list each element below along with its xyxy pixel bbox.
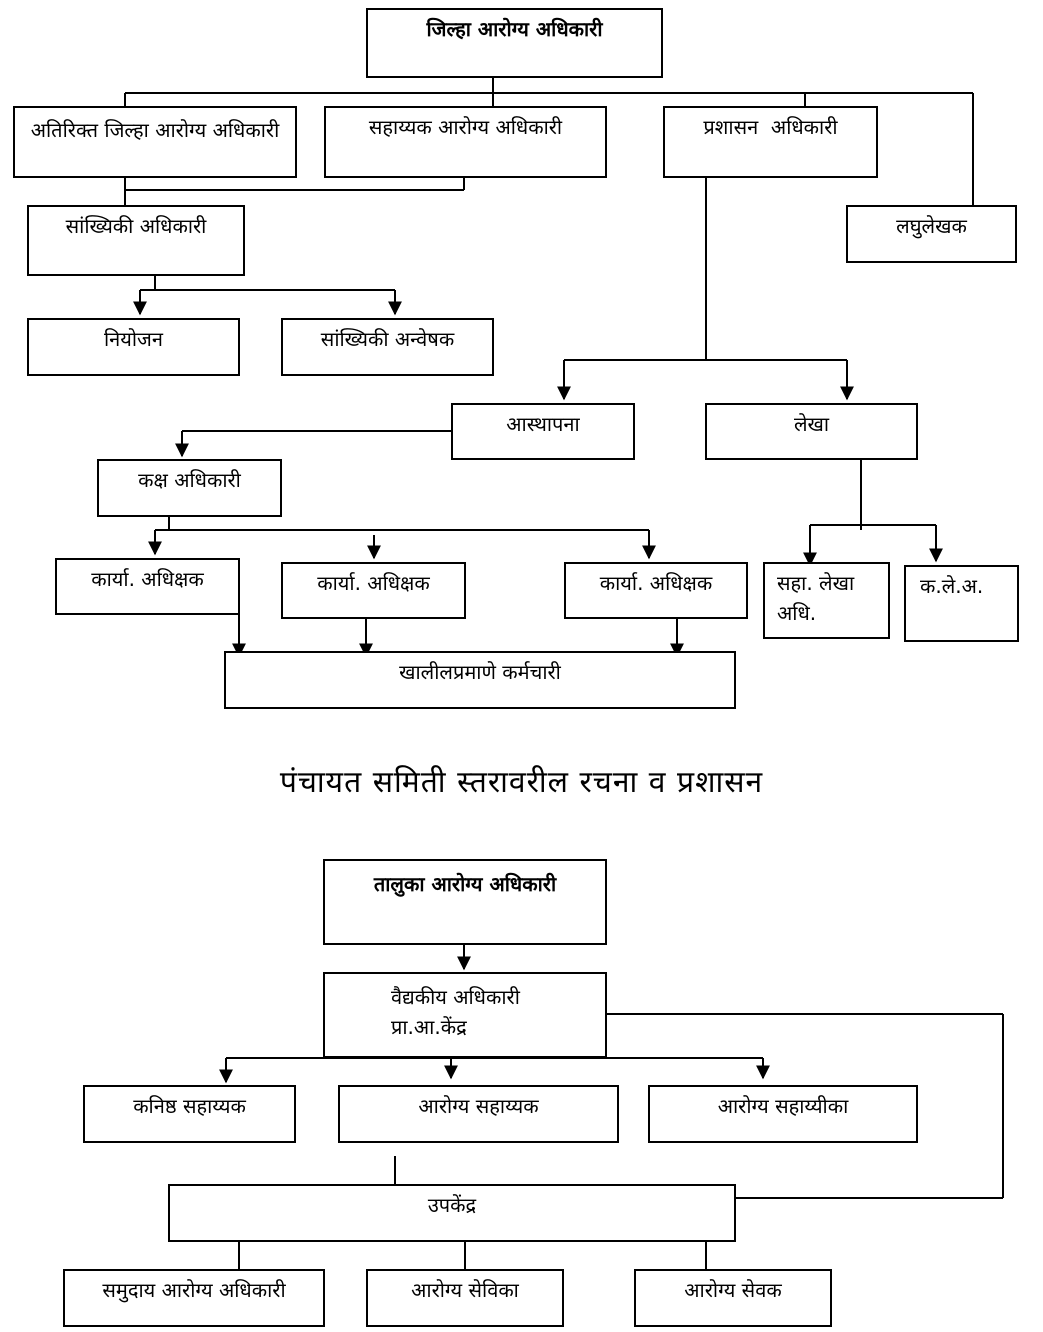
assistant-health-officer-box: सहाय्यक आरोग्य अधिकारी (324, 106, 607, 178)
additional-district-health-officer-box: अतिरिक्त जिल्हा आरोग्य अधिकारी (13, 106, 297, 178)
medical-officer-phc-box: वैद्यकीय अधिकारी प्रा.आ.केंद्र (323, 972, 607, 1058)
office-superintendent-box-1: कार्या. अधिक्षक (55, 558, 240, 615)
statistical-investigator-box: सांख्यिकी अन्वेषक (281, 318, 494, 376)
statistics-officer-box: सांख्यिकी अधिकारी (27, 205, 245, 276)
junior-assistant-box: कनिष्ठ सहाय्यक (83, 1085, 296, 1143)
health-assistant-box: आरोग्य सहाय्यक (338, 1085, 619, 1143)
medical-officer-line-2: प्रा.आ.केंद्र (391, 1015, 467, 1039)
planning-box: नियोजन (27, 318, 240, 376)
accounts-box: लेखा (705, 403, 918, 460)
taluka-health-officer-box: तालुका आरोग्य अधिकारी (323, 859, 607, 945)
section-officer-box: कक्ष अधिकारी (97, 459, 282, 517)
medical-officer-line-1: वैद्यकीय अधिकारी (391, 985, 520, 1009)
district-health-officer-box: जिल्हा आरोग्य अधिकारी (366, 8, 663, 78)
administrative-officer-box: प्रशासन अधिकारी (663, 106, 878, 178)
junior-accounts-officer-box: क.ले.अ. (904, 565, 1019, 642)
subcentre-box: उपकेंद्र (168, 1184, 736, 1242)
stenographer-box: लघुलेखक (846, 205, 1017, 263)
anm-box: आरोग्य सेविका (366, 1269, 564, 1327)
health-worker-box: आरोग्य सेवक (634, 1269, 832, 1327)
health-assistant-female-box: आरोग्य सहाय्यीका (648, 1085, 918, 1143)
section-heading: पंचायत समिती स्तरावरील रचना व प्रशासन (279, 765, 764, 800)
office-superintendent-box-2: कार्या. अधिक्षक (281, 562, 466, 619)
staff-box: खालीलप्रमाणे कर्मचारी (224, 651, 736, 709)
establishment-box: आस्थापना (451, 403, 635, 460)
office-superintendent-box-3: कार्या. अधिक्षक (564, 562, 748, 619)
assistant-accounts-officer-box: सहा. लेखा अधि. (763, 562, 890, 639)
community-health-officer-box: समुदाय आरोग्य अधिकारी (63, 1269, 325, 1327)
